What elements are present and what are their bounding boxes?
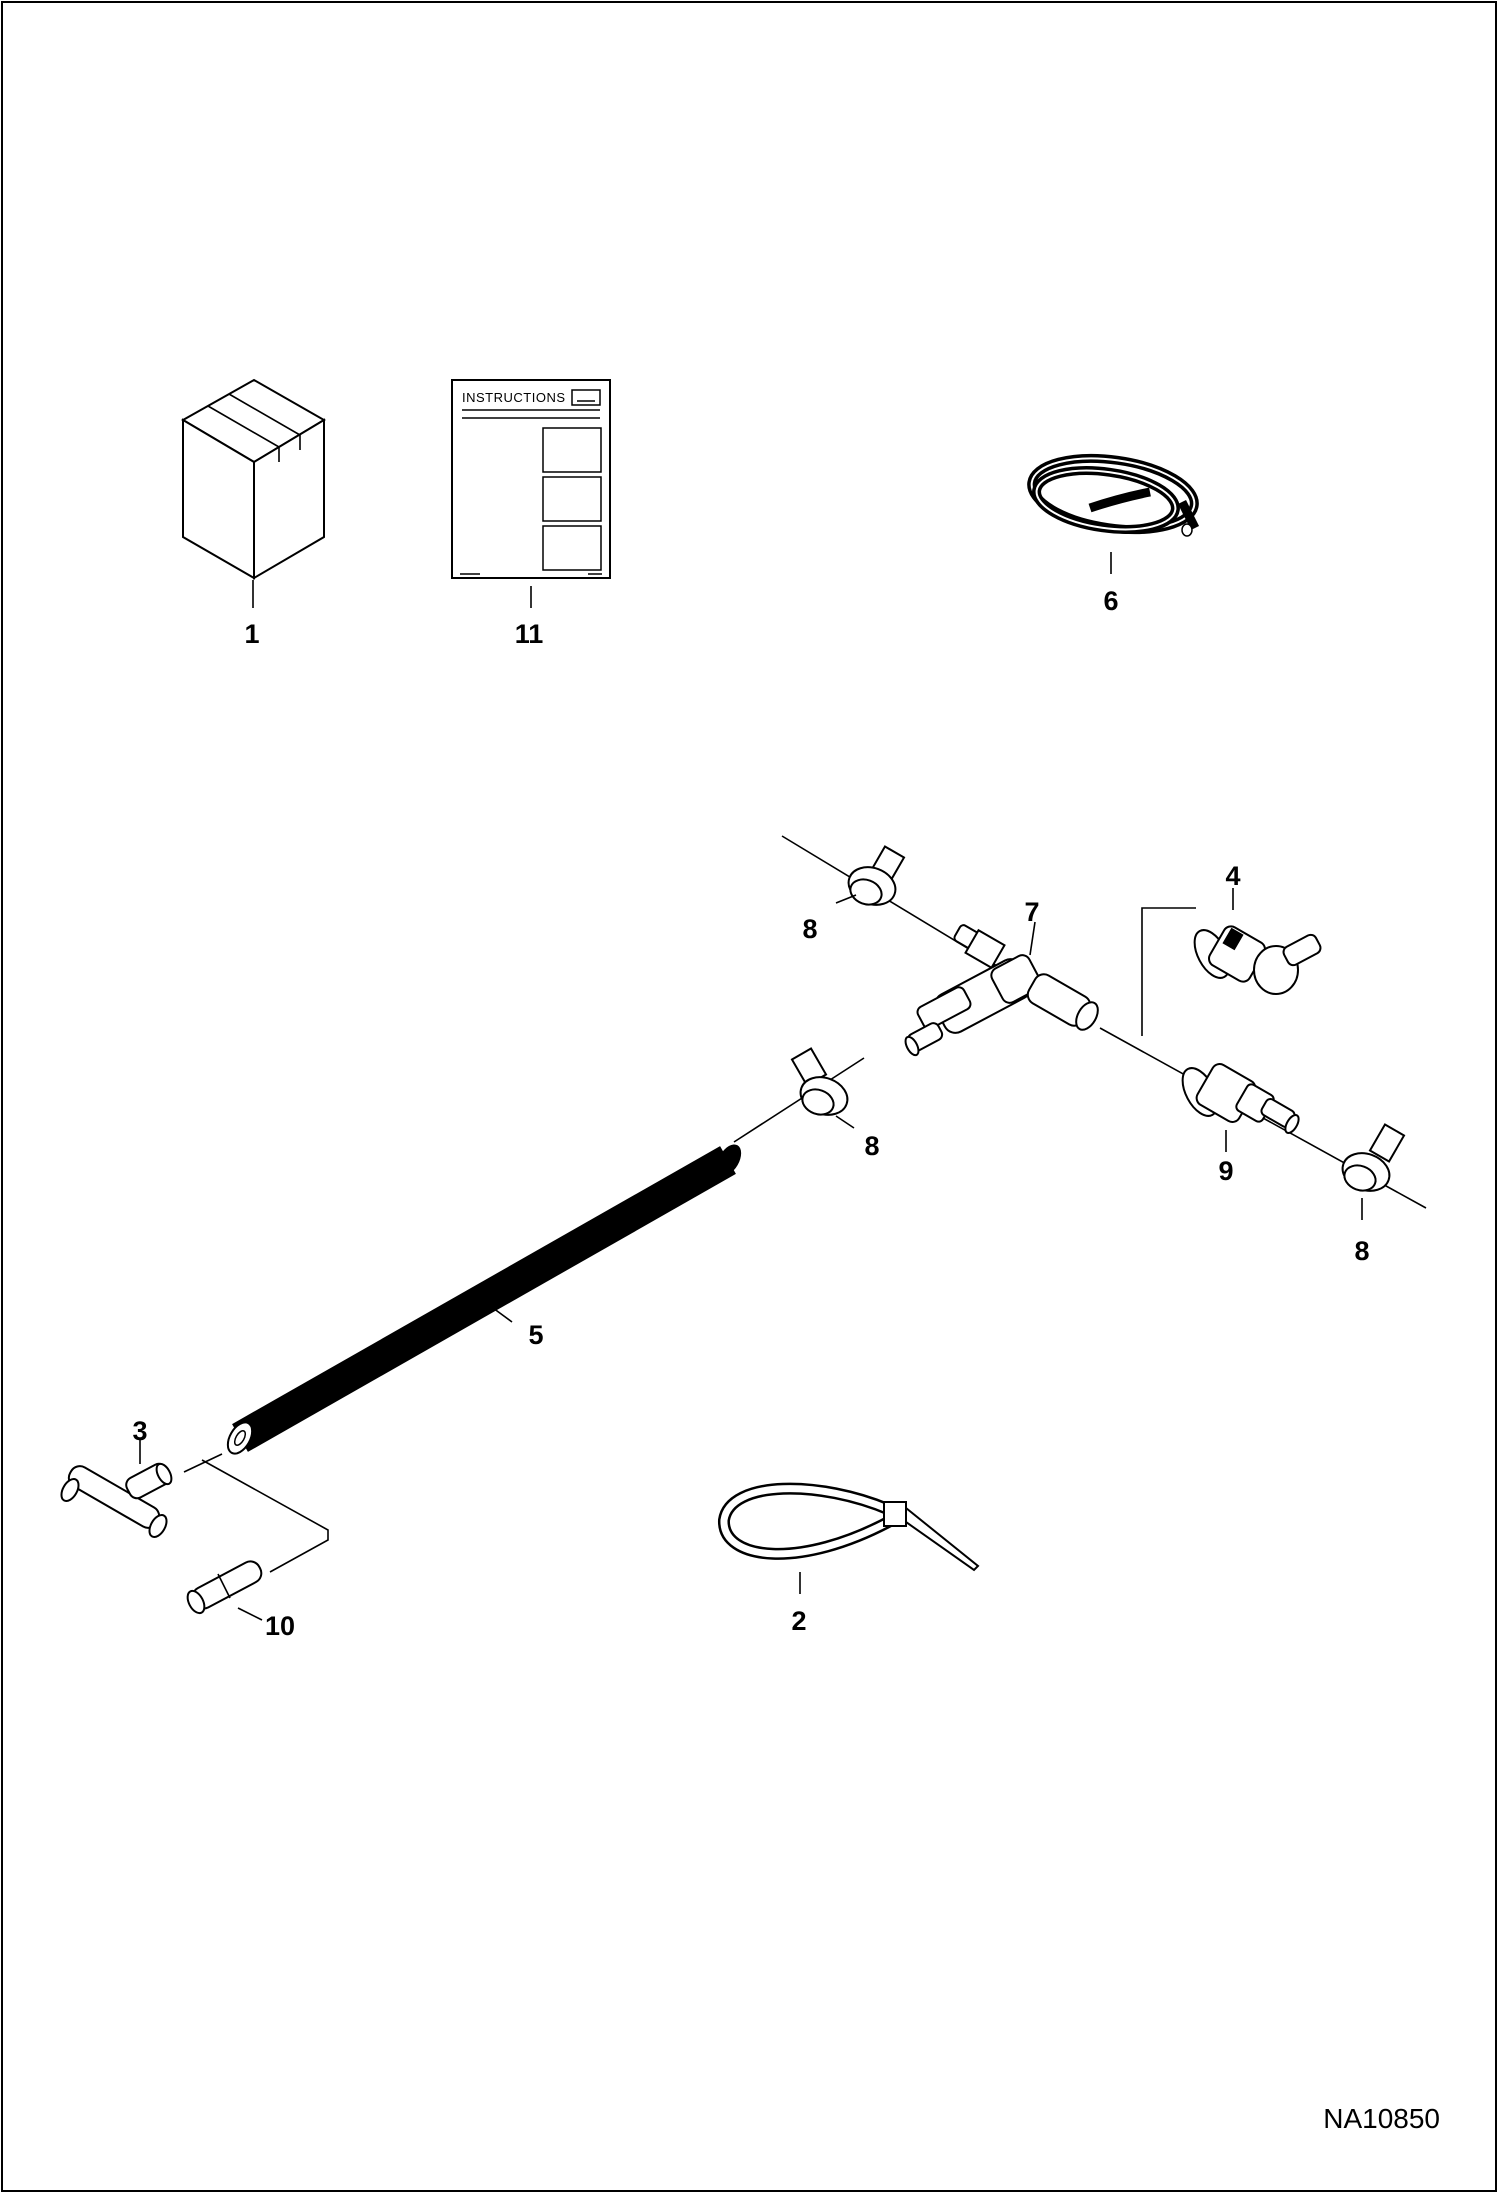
document-number: NA10850 [1323,2103,1440,2134]
callout-9: 9 [1218,1156,1233,1186]
callout-10: 10 [265,1611,295,1641]
part-1-box [181,378,326,608]
callout-6: 6 [1103,586,1118,616]
callout-8-middle: 8 [864,1131,879,1161]
part-3-tee-barb [60,1440,173,1538]
callout-7: 7 [1024,897,1039,927]
callout-8-right: 8 [1354,1236,1369,1266]
part-6-coiled-hose [1027,453,1200,574]
callout-4: 4 [1225,861,1240,891]
callout-5: 5 [528,1320,543,1350]
part-9-straight-connector [1181,1063,1300,1152]
part-7-tee-fitting [904,921,1099,1057]
part-2-cable-tie [718,1482,980,1594]
part-8-clamp-right [1341,1123,1406,1220]
part-10-barb-coupler [186,1560,263,1621]
callout-11: 11 [515,619,544,649]
callout-8-top: 8 [802,914,817,944]
part-5-hose [226,1144,742,1455]
part-8-clamp-top [835,845,906,906]
callout-2: 2 [791,1606,806,1636]
callout-1: 1 [244,619,259,649]
part-11-instructions-sheet: INSTRUCTIONS [451,379,611,608]
instructions-label: INSTRUCTIONS [462,390,566,405]
callout-3: 3 [132,1416,147,1446]
part-8-clamp-middle [790,1047,855,1129]
part-4-elbow-connector [1193,888,1322,995]
